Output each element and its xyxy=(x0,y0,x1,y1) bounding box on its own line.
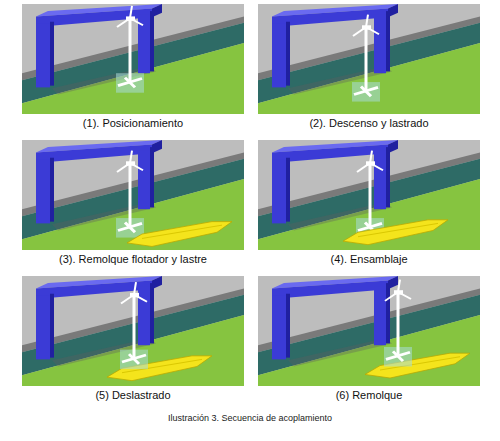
panel-caption: (3). Remolque flotador y lastre xyxy=(22,253,244,266)
panel-scene xyxy=(22,276,244,386)
panel: (1). Posicionamiento xyxy=(22,4,244,130)
panel-caption: (5) Deslastrado xyxy=(22,389,244,402)
panel: (6) Remolque xyxy=(258,276,480,402)
panel-scene xyxy=(22,140,244,250)
panel-caption: (6) Remolque xyxy=(258,389,480,402)
figure-caption: Ilustración 3. Secuencia de acoplamiento xyxy=(0,413,500,424)
panel-scene xyxy=(258,276,480,386)
panel: (2). Descenso y lastrado xyxy=(258,4,480,130)
panel-scene xyxy=(258,4,480,114)
panel: (3). Remolque flotador y lastre xyxy=(22,140,244,266)
panel: (5) Deslastrado xyxy=(22,276,244,402)
panel-caption: (4). Ensamblaje xyxy=(258,253,480,266)
panel-scene xyxy=(258,140,480,250)
panel-caption: (2). Descenso y lastrado xyxy=(258,117,480,130)
panel-caption: (1). Posicionamiento xyxy=(22,117,244,130)
panel: (4). Ensamblaje xyxy=(258,140,480,266)
panel-scene xyxy=(22,4,244,114)
